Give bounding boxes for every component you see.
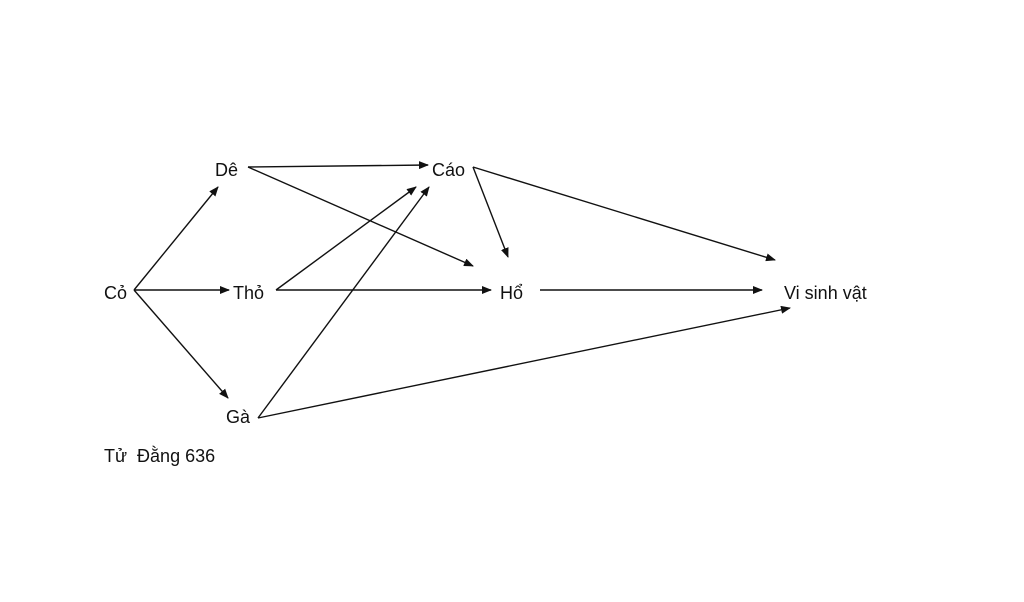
arrow-co-ga (133, 289, 229, 399)
node-de: Dê (215, 160, 238, 180)
node-cao: Cáo (432, 160, 465, 180)
node-ga: Gà (226, 407, 251, 427)
arrow-cao-vsv (472, 166, 776, 262)
arrow-tho-cao (275, 186, 417, 291)
arrow-cao-ho (472, 166, 509, 258)
edges-layer (133, 161, 791, 419)
node-tho: Thỏ (233, 283, 264, 303)
arrow-co-de (133, 186, 219, 291)
node-co: Cỏ (104, 283, 127, 303)
node-vsv: Vi sinh vật (784, 283, 867, 303)
arrow-de-ho (247, 166, 474, 267)
arrow-ga-cao (257, 186, 430, 419)
node-ho: Hổ (500, 283, 523, 303)
arrow-ga-vsv (257, 305, 791, 419)
arrow-de-cao (247, 161, 429, 170)
diagram-caption: Tử Đằng 636 (104, 445, 215, 466)
